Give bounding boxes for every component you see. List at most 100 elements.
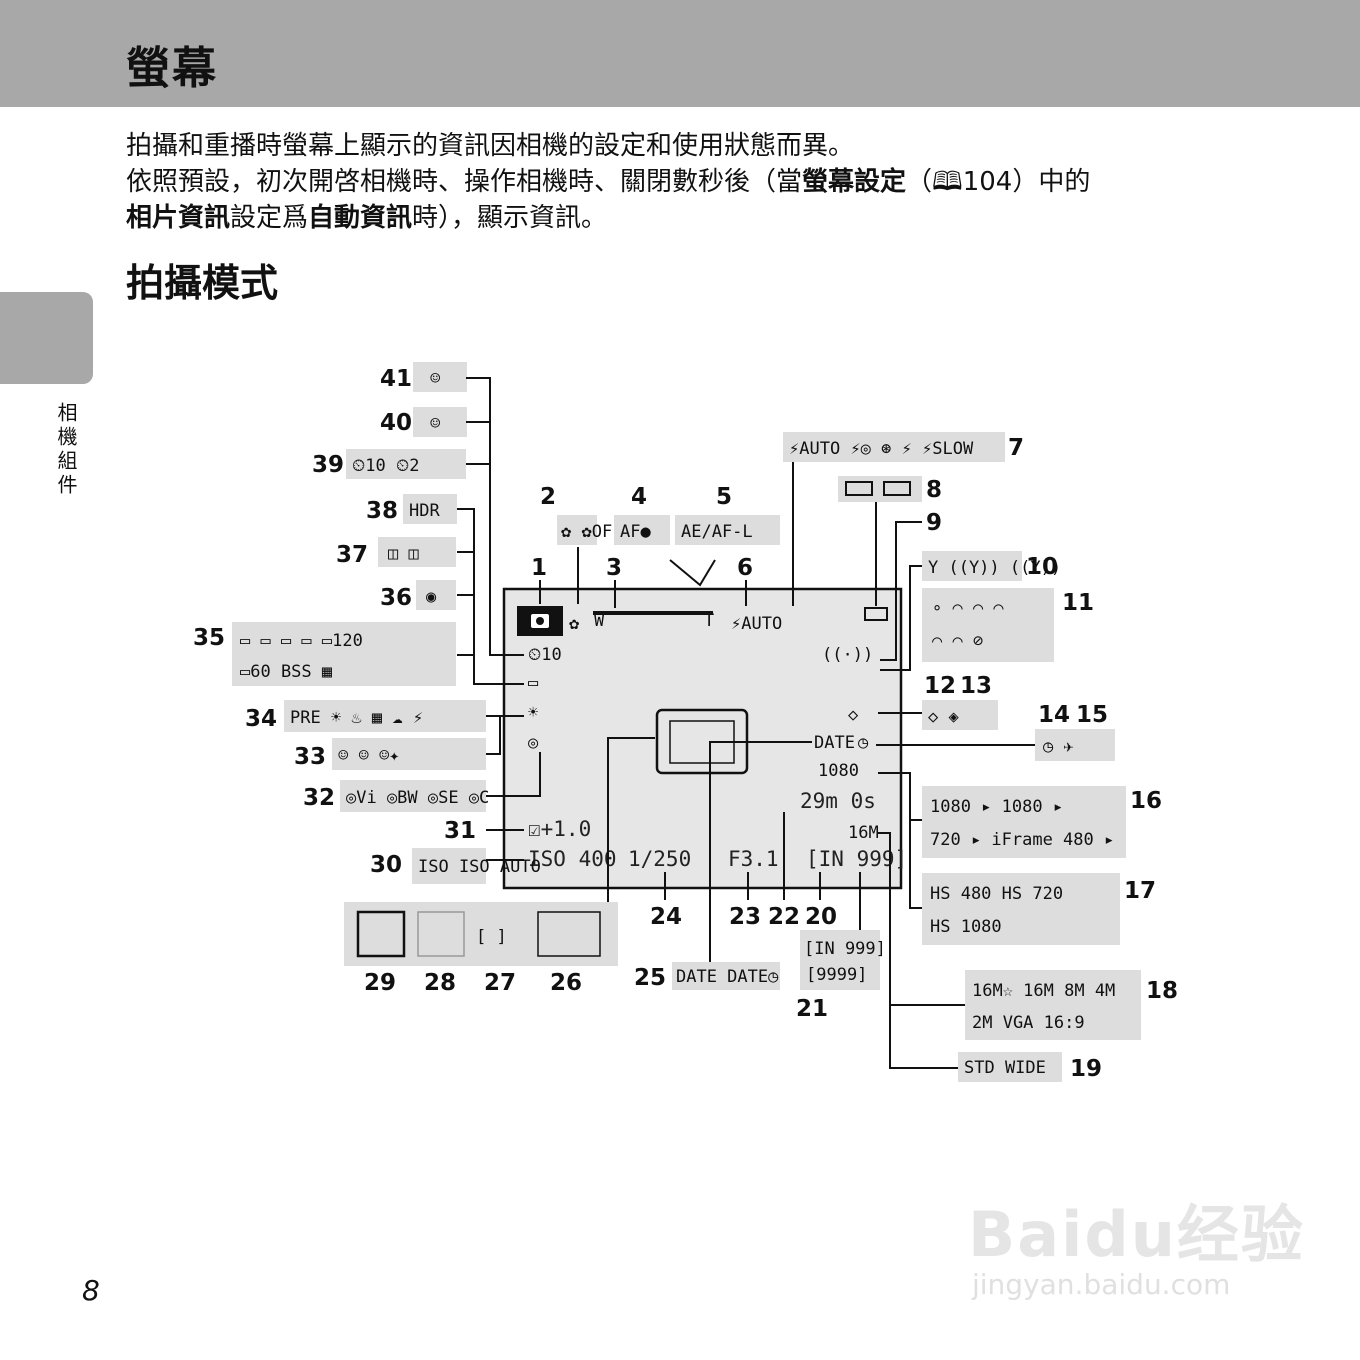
- self-timer-icons: ⏲10 ⏲2: [352, 456, 419, 476]
- iso-indicator: ISO 400: [528, 847, 617, 871]
- icon-box-14-15: [1035, 729, 1115, 761]
- vibration-reduction-icon: ◇: [848, 705, 859, 725]
- wifi-connection-icons: Y ((Y)) ((Y)): [928, 558, 1061, 578]
- icon-box-4: [614, 515, 670, 545]
- icon-box-34: [284, 700, 486, 732]
- hdr-icon: HDR: [409, 501, 440, 521]
- side-label: 相機組件: [54, 402, 78, 498]
- blink-proof-icon: ◉: [426, 587, 437, 607]
- intro-text-segment: 依照預設，初次開啓相機時、操作相機時、關閉數秒後（當: [126, 167, 803, 197]
- intro-text-segment: ）中的: [1012, 167, 1091, 197]
- watermark-url: jingyan.baidu.com: [972, 1268, 1231, 1301]
- manual-af-frame: [537, 911, 601, 957]
- movie-options-row-1: 1080 ▸ 1080 ▸: [930, 797, 1063, 817]
- page-reference: 104: [962, 167, 1013, 197]
- callout-31: 31: [444, 818, 476, 844]
- callout-16: 16: [1130, 788, 1162, 814]
- travel-clock-icons: ◷ ✈: [1043, 737, 1074, 757]
- exposure-compensation-indicator: ☑+1.0: [528, 817, 591, 841]
- header-band: [0, 0, 1360, 107]
- intro-text: 拍攝和重播時螢幕上顯示的資訊因相機的設定和使用狀態而異。 依照預設，初次開啓相機…: [126, 128, 1256, 236]
- af-indicator-icon: AF●: [620, 522, 651, 542]
- icon-box-17: [922, 873, 1120, 945]
- icon-box-25: [672, 962, 780, 990]
- monitor-screen: [502, 587, 903, 890]
- callout-36: 36: [380, 585, 412, 611]
- icon-box-11: [922, 588, 1054, 662]
- callout-21: 21: [796, 996, 828, 1022]
- watermark-logo: Baidu经验: [968, 1198, 1305, 1271]
- intro-text-segment: 設定爲: [230, 203, 309, 233]
- callout-10: 10: [1026, 554, 1058, 580]
- callout-19: 19: [1070, 1056, 1102, 1082]
- battery-full-icon: [845, 481, 873, 496]
- smile-timer-icon: ☺: [430, 414, 440, 434]
- page-title: 螢幕: [126, 43, 218, 94]
- side-tab: [0, 292, 93, 384]
- icon-box-7: [783, 432, 1005, 462]
- battery-low-icon: [883, 481, 911, 496]
- continuous-icons-row-1: ▭ ▭ ▭ ▭ ▭120: [240, 631, 363, 651]
- image-mode-row-2: 2M VGA 16:9: [972, 1013, 1085, 1033]
- callout-34: 34: [245, 706, 277, 732]
- exposures-remaining: [IN 999]: [806, 847, 907, 871]
- book-icon: 🕮: [932, 167, 963, 197]
- callout-38: 38: [366, 498, 398, 524]
- face-priority-frame: [356, 910, 406, 958]
- date-imprint-indicator: DATE: [814, 733, 855, 753]
- target-finding-frame: [417, 911, 465, 957]
- clock-icon: ◷: [858, 733, 869, 753]
- zoom-tele-label: T: [704, 611, 714, 631]
- callout-18: 18: [1146, 978, 1178, 1004]
- skin-softening-icons: ☺ ☺ ☺✦: [338, 746, 399, 766]
- date-imprint-icons: DATE DATE◷: [676, 967, 779, 987]
- continuous-icons-row-2: ▭60 BSS ▦: [240, 662, 333, 682]
- callout-39: 39: [312, 452, 344, 478]
- image-mode-indicator: 16M: [848, 823, 879, 843]
- callout-29: 29: [364, 970, 396, 996]
- callout-27: 27: [484, 970, 516, 996]
- callout-37: 37: [336, 542, 368, 568]
- lens-glyph: [536, 617, 544, 625]
- exposures-over-limit: [9999]: [806, 965, 867, 985]
- intro-line-1: 拍攝和重播時螢幕上顯示的資訊因相機的設定和使用狀態而異。: [126, 131, 855, 161]
- movie-recording-time: 29m 0s: [800, 789, 876, 813]
- icon-box-35: [232, 622, 456, 686]
- callout-6: 6: [737, 555, 753, 581]
- section-title: 拍攝模式: [126, 261, 279, 305]
- callout-14: 14: [1038, 702, 1070, 728]
- callout-32: 32: [303, 785, 335, 811]
- callout-40: 40: [380, 410, 412, 436]
- icon-box-39: [346, 449, 466, 479]
- callout-33: 33: [294, 744, 326, 770]
- callout-5: 5: [716, 484, 732, 510]
- icon-box-2: [557, 515, 597, 545]
- eye-fi-icons-row-1: ∘ ⌒ ⌒ ⌒: [932, 598, 1004, 618]
- eye-fi-icons-row-2: ⌒ ⌒ ⊘: [932, 631, 983, 651]
- vr-motion-icons: ◇ ◈: [928, 707, 959, 727]
- aperture-value: F3.1: [728, 847, 779, 871]
- quick-effects-icons: ◎Vi ◎BW ◎SE ◎C: [346, 788, 489, 808]
- callout-15: 15: [1076, 702, 1108, 728]
- icon-box-5: [675, 515, 780, 545]
- callout-20: 20: [805, 904, 837, 930]
- iso-sensitivity-icons: ISO ISO AUTO: [418, 857, 541, 877]
- callout-8: 8: [926, 477, 942, 503]
- icon-box-32: [340, 780, 486, 812]
- icon-box-30: [412, 848, 486, 884]
- macro-options-icons: ✿ ✿OFF: [561, 522, 622, 542]
- icon-box-33: [332, 738, 486, 770]
- ae-af-lock-icon: AE/AF-L: [681, 522, 753, 542]
- movie-options-row-2: 720 ▸ iFrame 480 ▸: [930, 830, 1114, 850]
- icon-box-16: [922, 786, 1126, 858]
- icon-box-8: [838, 476, 922, 502]
- center-bracket-frame: [ ]: [476, 927, 507, 947]
- effects-icon: ◎: [528, 733, 539, 753]
- flash-mode-indicator: ⚡AUTO: [731, 614, 782, 634]
- icon-box-36: [416, 580, 456, 610]
- intro-text-segment: （: [906, 167, 933, 197]
- callout-25: 25: [634, 965, 666, 991]
- white-balance-icons: PRE ☀ ♨ ▦ ☁ ⚡: [290, 708, 423, 728]
- callout-9: 9: [926, 510, 942, 536]
- leader-lines: [457, 377, 1035, 1069]
